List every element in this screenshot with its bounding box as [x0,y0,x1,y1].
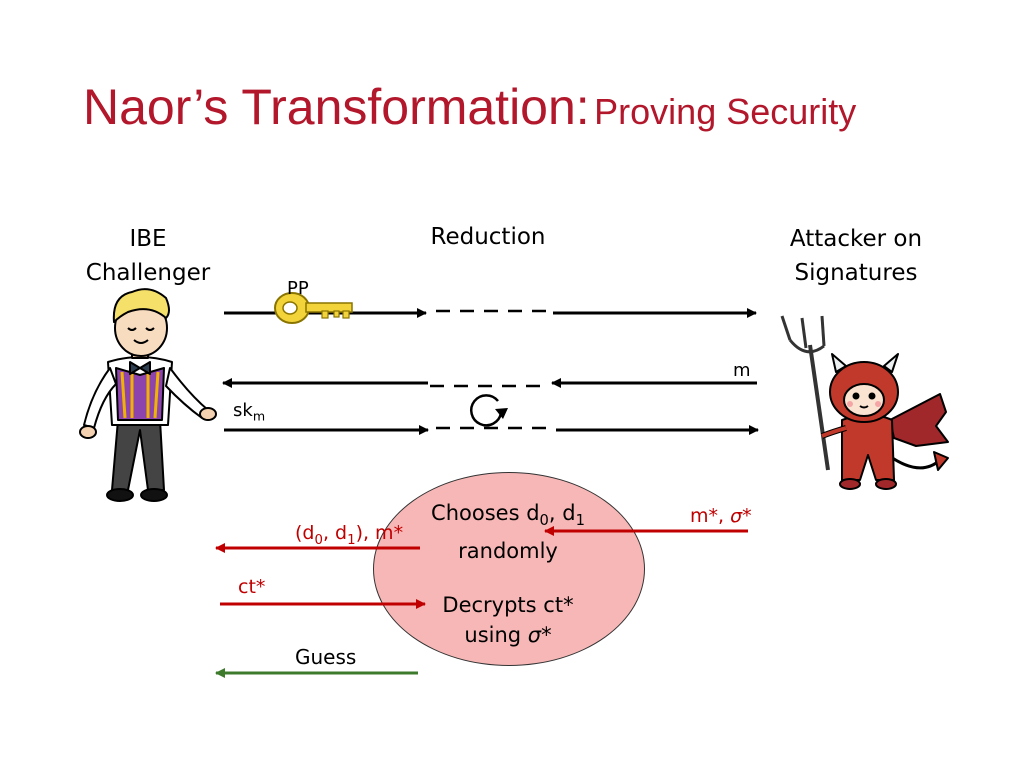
guess-label: Guess [295,645,357,669]
forgery-label: m*, σ* [690,505,752,527]
m-label: m [733,360,751,381]
chooses-prefix: Chooses d [431,501,540,525]
title-main: Naor’s Transformation: [83,79,590,135]
challenger-figure [79,288,217,502]
ct-label: ct* [238,576,266,598]
d-open: (d [295,522,315,544]
chooses-sub0: 0 [539,512,549,530]
chooses-text: Chooses d0, d1 randomly [408,498,608,566]
attacker-label-line1: Attacker on [789,226,923,252]
d0-subscript: 0 [314,532,323,548]
chooses-line1: Chooses d0, d1 [408,498,608,536]
reduction-ellipse [373,472,645,666]
challenge-label: (d0, d1), m* [295,522,403,548]
attacker-label-line2: Signatures [794,260,918,286]
attacker-label: Attacker on Signatures [766,222,946,290]
d-mid: , d [322,522,348,544]
decrypts-text: Decrypts ct* using σ* [408,590,608,650]
refresh-icon [470,394,508,427]
using-prefix: using [464,623,528,647]
decrypts-line1: Decrypts ct* [442,593,574,617]
challenger-label-line2: Challenger [85,260,211,286]
chooses-sub1: 1 [575,512,585,530]
using-sigma: σ* [527,623,552,647]
reduction-label: Reduction [430,224,546,250]
chooses-mid: , d [548,501,576,525]
slide-title: Naor’s Transformation: Proving Security [83,78,856,136]
sk-text: sk [233,400,253,421]
d1-subscript: 1 [347,532,356,548]
challenger-label-line1: IBE [129,226,167,252]
sk-label: skm [233,400,265,424]
sigma-star-text: σ* [730,505,752,527]
attacker-figure [780,315,949,490]
pp-label: PP [287,278,309,299]
m-star-text: m*, [690,505,731,527]
challenger-label: IBE Challenger [78,222,218,290]
title-subtitle: Proving Security [594,91,857,132]
key-icon [274,292,353,324]
decrypts-line2: using σ* [408,620,608,650]
d-close: ), m* [355,522,404,544]
chooses-line2: randomly [458,539,558,564]
sk-subscript: m [252,408,266,424]
